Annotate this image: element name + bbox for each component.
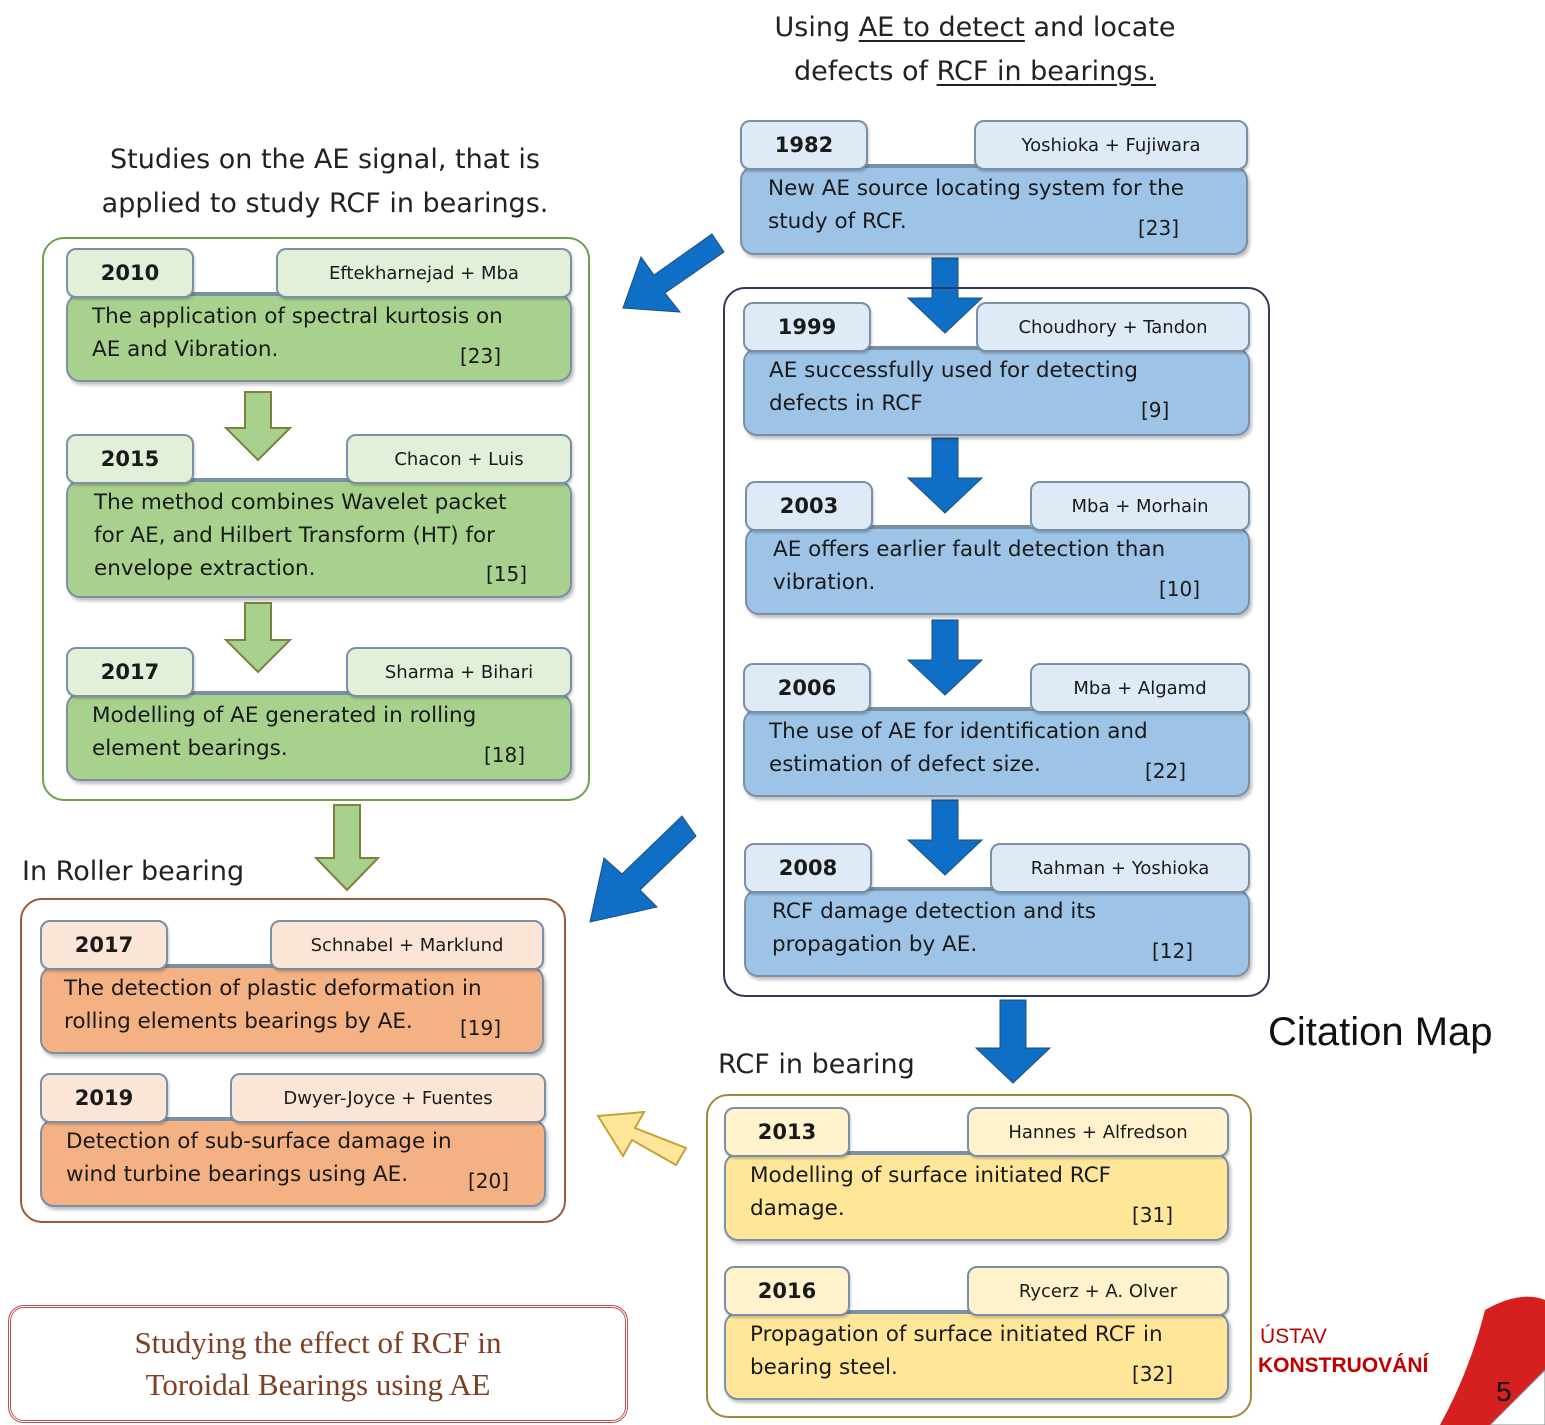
logo-line-2: KONSTRUOVÁNÍ	[1258, 1354, 1429, 1377]
authors-label: Hannes + Alfredson	[967, 1107, 1229, 1157]
description: The use of AE for identification and est…	[769, 719, 1148, 777]
heading-rcf-bearing: RCF in bearing	[718, 1049, 915, 1080]
heading-ae-signal: Studies on the AE signal, that is applie…	[101, 144, 549, 219]
description: RCF damage detection and its propagation…	[772, 899, 1096, 957]
reference: [23]	[1138, 216, 1180, 240]
reference: [32]	[1132, 1362, 1174, 1386]
card-2010: 2010 Eftekharnejad + Mba The application…	[66, 248, 572, 382]
group-rcf-bearing	[706, 1094, 1252, 1418]
heading-ae-detect: Using AE to detect and locate defects of…	[774, 12, 1176, 87]
authors-label: Dwyer-Joyce + Fuentes	[230, 1073, 546, 1123]
description: The detection of plastic deformation in …	[64, 976, 482, 1034]
authors-label: Eftekharnejad + Mba	[276, 248, 572, 298]
authors-label: Sharma + Bihari	[346, 647, 572, 697]
arrow-rcf-to-roller	[596, 1110, 688, 1167]
arrow-to-roller	[589, 815, 697, 923]
year-label: 2015	[66, 434, 194, 484]
year-label: 2003	[745, 481, 873, 531]
reference: [22]	[1145, 759, 1187, 783]
reference: [18]	[484, 743, 526, 767]
description: Propagation of surface initiated RCF in …	[750, 1322, 1163, 1380]
heading-roller-bearing: In Roller bearing	[22, 856, 245, 887]
arrow-1999-2003	[906, 437, 984, 514]
studying-line-2: Toroidal Bearings using AE	[145, 1367, 491, 1402]
year-label: 2016	[724, 1266, 850, 1316]
logo-line-1: ÚSTAV	[1260, 1325, 1327, 1348]
authors-label: Rycerz + A. Olver	[967, 1266, 1229, 1316]
authors-label: Mba + Algamd	[1030, 663, 1250, 713]
card-1982: 1982 Yoshioka + Fujiwara New AE source l…	[740, 120, 1248, 255]
card-1999: 1999 Choudhory + Tandon AE successfully …	[743, 302, 1250, 436]
description: The method combines Wavelet packet for A…	[94, 490, 507, 581]
reference: [12]	[1152, 939, 1194, 963]
group-ae-detection	[723, 287, 1270, 997]
description: Detection of sub-surface damage in wind …	[66, 1129, 452, 1187]
authors-label: Chacon + Luis	[346, 434, 572, 484]
studying-line-1: Studying the effect of RCF in	[134, 1325, 502, 1360]
arrow-2015-2017	[223, 602, 293, 674]
arrow-group-rcf	[974, 999, 1052, 1084]
card-2006: 2006 Mba + Algamd The use of AE for iden…	[743, 663, 1250, 797]
group-ae-signal	[42, 237, 590, 801]
description: New AE source locating system for the st…	[768, 176, 1184, 234]
group-roller-bearing	[20, 898, 566, 1223]
arrow-2010-2015	[223, 391, 293, 462]
authors-label: Yoshioka + Fujiwara	[974, 120, 1248, 170]
card-2013: 2013 Hannes + Alfredson Modelling of sur…	[724, 1107, 1229, 1241]
description: The application of spectral kurtosis on …	[92, 304, 503, 362]
year-label: 1999	[743, 302, 871, 352]
authors-label: Schnabel + Marklund	[270, 920, 544, 970]
reference: [10]	[1159, 577, 1201, 601]
year-label: 2017	[66, 647, 194, 697]
card-2003: 2003 Mba + Morhain AE offers earlier fau…	[745, 481, 1250, 615]
authors-label: Choudhory + Tandon	[976, 302, 1250, 352]
citation-map-label: Citation Map	[1268, 1010, 1493, 1054]
arrow-to-roller-green	[313, 804, 381, 892]
reference: [9]	[1141, 398, 1170, 422]
page-number: 5	[1496, 1376, 1512, 1407]
authors-label: Rahman + Yoshioka	[990, 843, 1250, 893]
card-2016: 2016 Rycerz + A. Olver Propagation of su…	[724, 1266, 1229, 1400]
authors-label: Mba + Morhain	[1030, 481, 1250, 531]
card-2017-schnabel: 2017 Schnabel + Marklund The detection o…	[40, 920, 544, 1054]
description: Modelling of surface initiated RCF damag…	[750, 1163, 1111, 1221]
arrow-to-left-group	[622, 233, 725, 313]
year-label: 2008	[744, 843, 872, 893]
studying-title-box: Studying the effect of RCF in Toroidal B…	[8, 1305, 628, 1423]
card-2017-sharma: 2017 Sharma + Bihari Modelling of AE gen…	[66, 647, 572, 781]
arrow-1982-1999	[906, 257, 984, 334]
year-label: 2019	[40, 1073, 168, 1123]
reference: [15]	[486, 562, 528, 586]
year-label: 2006	[743, 663, 871, 713]
year-label: 2010	[66, 248, 194, 298]
description: Modelling of AE generated in rolling ele…	[92, 703, 477, 761]
reference: [19]	[460, 1016, 502, 1040]
year-label: 2017	[40, 920, 168, 970]
year-label: 2013	[724, 1107, 850, 1157]
description: AE offers earlier fault detection than v…	[773, 537, 1166, 595]
description: AE successfully used for detecting defec…	[769, 358, 1138, 416]
arrow-2003-2006	[906, 619, 984, 696]
reference: [20]	[468, 1169, 510, 1193]
card-2008: 2008 Rahman + Yoshioka RCF damage detect…	[744, 843, 1250, 977]
card-2015: 2015 Chacon + Luis The method combines W…	[66, 434, 572, 598]
year-label: 1982	[740, 120, 868, 170]
arrow-2006-2008	[906, 799, 984, 876]
reference: [31]	[1132, 1203, 1174, 1227]
card-2019: 2019 Dwyer-Joyce + Fuentes Detection of …	[40, 1073, 546, 1207]
reference: [23]	[460, 344, 502, 368]
page-corner-icon	[1440, 1296, 1545, 1425]
